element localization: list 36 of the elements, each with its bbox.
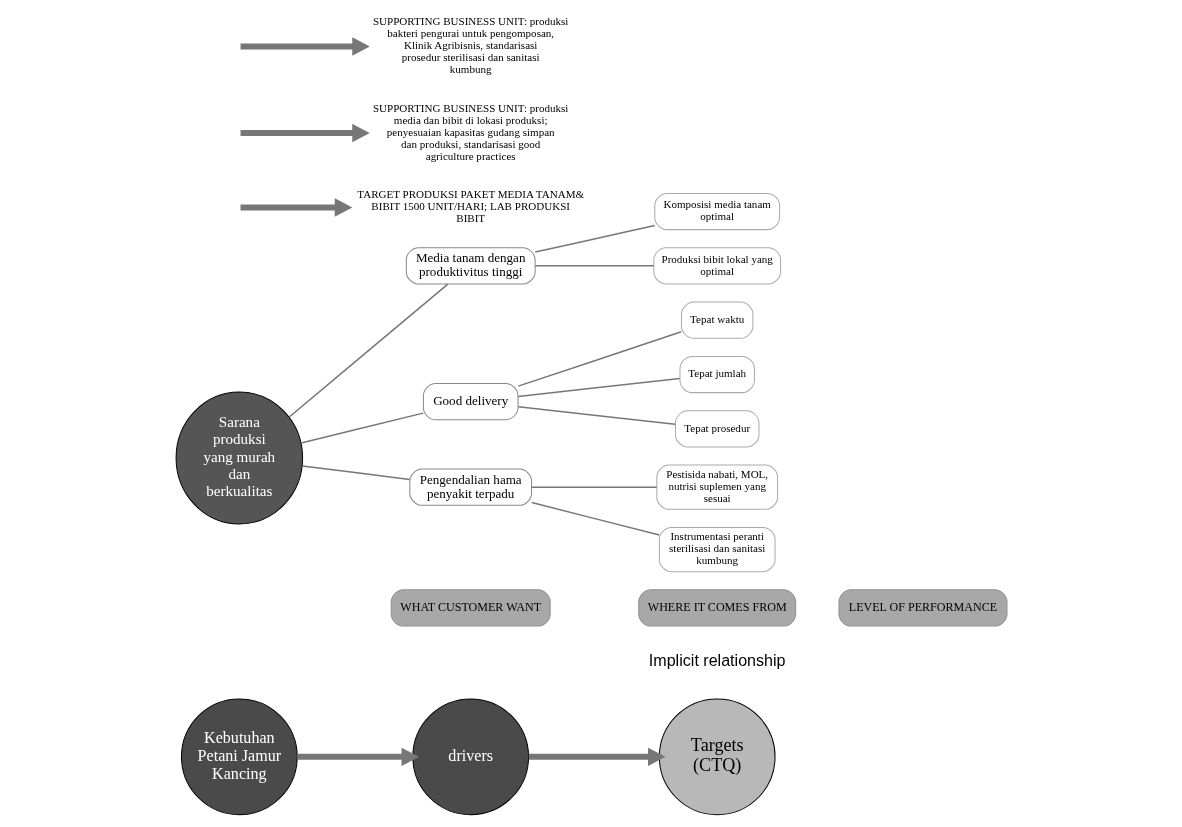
node-circle: Targets (CTQ) [658, 698, 776, 816]
node-box: Media tanam dengan produktivitus tinggi [405, 247, 536, 285]
connector [534, 265, 654, 267]
node-circle: Kebutuhan Petani Jamur Kancing [180, 698, 298, 816]
connector [288, 283, 449, 418]
node-box: Pestisida nabati, MOL, nutrisi suplemen yang sesuai [655, 464, 778, 510]
label: Implicit relationship [648, 651, 786, 670]
node-box: Instrumentasi peranti sterilisasi dan sanitasi kumbung [658, 526, 776, 573]
node-box: LEVEL OF PERFORMANCE [837, 589, 1007, 627]
connector [301, 465, 410, 481]
node-text: SUPPORTING BUSINESS UNIT: produksi media dan bibit di lokasi produksi; penyesuaian kapasitas gudang simpan dan produksi, standarisasi good agriculture practices [372, 101, 568, 162]
connector [517, 331, 682, 387]
node-text: SUPPORTING BUSINESS UNIT: produksi bakteri pengurai untuk pengomposan, Klinik Agribisnis, standarisasi prosedur sterilisasi dan sanitasi kumbung [372, 15, 568, 76]
connector [530, 486, 657, 488]
arrow [296, 747, 419, 767]
node-box: Good delivery [422, 383, 518, 421]
node-box: Pengendalian hama penyakit terpadu [408, 468, 532, 506]
connector [534, 224, 656, 253]
connector [299, 412, 424, 444]
node-circle: drivers [411, 698, 529, 816]
connector [517, 406, 676, 426]
connector [517, 377, 680, 398]
arrow [240, 198, 352, 217]
node-box: Tepat waktu [680, 301, 753, 339]
node-circle: Sarana produksi yang murah dan berkualitas [175, 391, 303, 525]
arrow [528, 747, 666, 767]
node-box: Produksi bibit lokal yang optimal [652, 247, 781, 285]
node-box: Tepat jumlah [678, 355, 755, 394]
arrow [240, 123, 370, 143]
node-text: TARGET PRODUKSI PAKET MEDIA TANAM& BIBIT 1500 UNIT/HARI; LAB PRODUKSI BIBIT [356, 188, 584, 225]
connector [530, 501, 660, 536]
node-box: Komposisi media tanam optimal [653, 192, 780, 231]
node-box: Tepat prosedur [674, 410, 759, 448]
node-box: WHAT CUSTOMER WANT [390, 589, 551, 627]
node-box: WHERE IT COMES FROM [637, 589, 796, 627]
arrow [240, 37, 370, 56]
